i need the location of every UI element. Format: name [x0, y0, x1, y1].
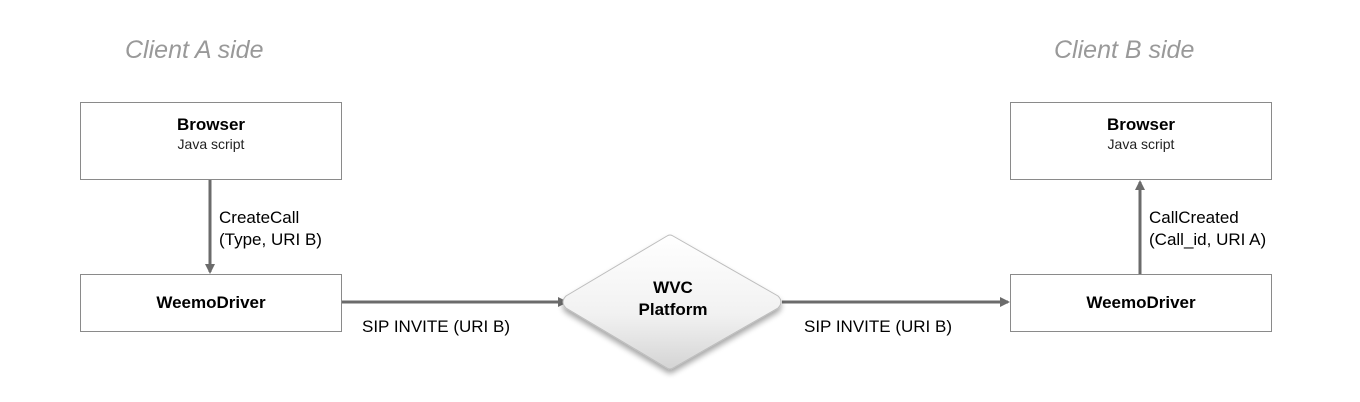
browser-subtitle: Java script — [1107, 136, 1175, 152]
platform-label-line1: WVC — [653, 278, 693, 297]
weemodriver-title: WeemoDriver — [156, 293, 266, 312]
platform-label-line2: Platform — [638, 300, 708, 319]
browser-box-client-b: Browser Java script — [1010, 102, 1272, 180]
weemodriver-box-client-b: WeemoDriver — [1010, 274, 1272, 332]
weemodriver-title: WeemoDriver — [1086, 293, 1196, 312]
callcreated-label-line2: (Call_id, URI A) — [1149, 230, 1267, 249]
browser-title: Browser — [176, 115, 246, 134]
browser-title: Browser — [1106, 115, 1176, 134]
createcall-label-line1: CreateCall — [219, 208, 300, 227]
client-b-side-title: Client B side — [1054, 36, 1195, 64]
platform-diamond — [562, 234, 782, 370]
createcall-label-line2: (Type, URI B) — [219, 230, 322, 249]
sip-invite-label-left: SIP INVITE (URI B) — [362, 317, 510, 336]
browser-box-client-a: Browser Java script — [80, 102, 342, 180]
platform-label: WVC Platform — [613, 277, 733, 321]
browser-subtitle: Java script — [177, 136, 245, 152]
client-a-side-title: Client A side — [125, 36, 264, 64]
callcreated-label: CallCreated (Call_id, URI A) — [1149, 207, 1266, 251]
callcreated-label-line1: CallCreated — [1149, 208, 1239, 227]
createcall-label: CreateCall (Type, URI B) — [219, 207, 322, 251]
sip-invite-label-right: SIP INVITE (URI B) — [804, 317, 952, 336]
weemodriver-box-client-a: WeemoDriver — [80, 274, 342, 332]
